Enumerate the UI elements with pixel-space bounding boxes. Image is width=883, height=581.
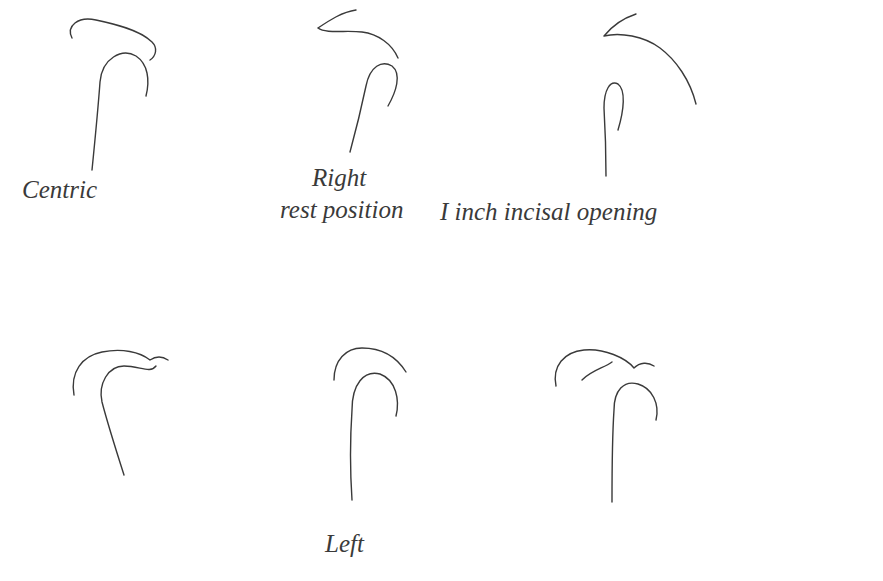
caption-label: Centric — [22, 176, 97, 204]
caption-label: rest position — [280, 196, 403, 224]
joint-sketch — [318, 10, 398, 152]
caption-label: Right — [312, 164, 366, 192]
joint-sketch — [70, 19, 155, 170]
joint-sketch — [73, 350, 168, 475]
joint-sketch — [555, 350, 657, 502]
joint-sketch — [604, 14, 696, 176]
joint-sketch — [334, 348, 406, 500]
caption-label: Left — [325, 530, 364, 558]
caption-label: I inch incisal opening — [440, 198, 657, 226]
